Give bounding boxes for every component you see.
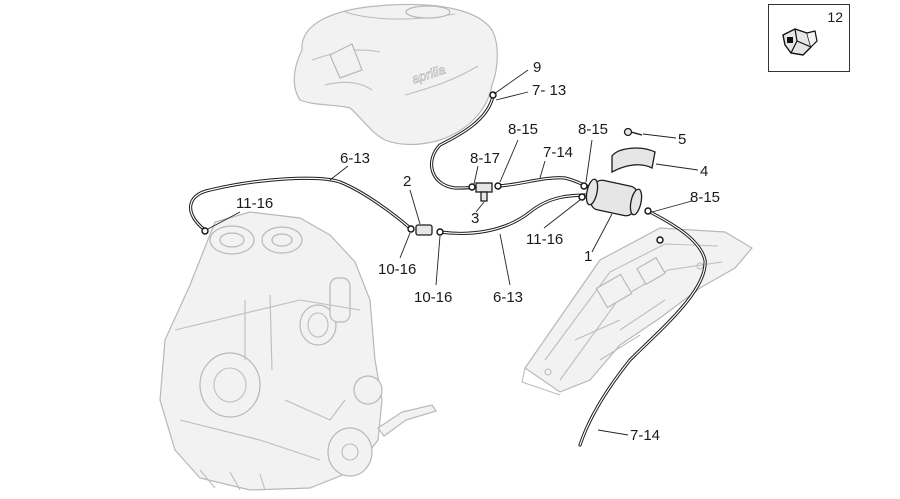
part-label-10-16-b: 10-16 bbox=[414, 289, 452, 306]
part-label-4: 4 bbox=[700, 163, 708, 180]
part-label-10-16-a: 10-16 bbox=[378, 261, 416, 278]
tee-fitting-part bbox=[475, 182, 493, 202]
part-label-3: 3 bbox=[471, 210, 479, 227]
clamp-part bbox=[201, 227, 209, 235]
clamp-part bbox=[407, 225, 415, 233]
part-label-8-17: 8-17 bbox=[470, 150, 500, 167]
hose-lines bbox=[189, 94, 707, 447]
clip-icon bbox=[782, 28, 818, 56]
clamp-part bbox=[494, 182, 502, 190]
part-label-7-14-a: 7-14 bbox=[543, 144, 573, 161]
frame-tray-illustration bbox=[521, 227, 753, 396]
part-label-11-16-a: 11-16 bbox=[236, 195, 273, 212]
part-label-9: 9 bbox=[533, 59, 541, 76]
clamp-part bbox=[580, 182, 588, 190]
part-label-1: 1 bbox=[584, 248, 592, 265]
part-label-7-14-b: 7-14 bbox=[630, 427, 660, 444]
part-label-6-13-b: 6-13 bbox=[493, 289, 523, 306]
clamp-part bbox=[468, 183, 476, 191]
clamp-part bbox=[436, 228, 444, 236]
part-label-5: 5 bbox=[678, 131, 686, 148]
part-label-8-15-a: 8-15 bbox=[508, 121, 538, 138]
part-label-8-15-b: 8-15 bbox=[578, 121, 608, 138]
part-label-6-13-a: 6-13 bbox=[340, 150, 370, 167]
valve-part bbox=[415, 224, 433, 236]
parts bbox=[201, 91, 664, 244]
fuel-tank-illustration: aprilia bbox=[293, 3, 498, 146]
canister-part bbox=[585, 178, 643, 217]
part-label-2: 2 bbox=[403, 173, 411, 190]
part-labels: 9 7- 13 8-15 8-15 5 6-13 8-17 7-14 4 2 8… bbox=[236, 59, 720, 444]
canister-bracket-part bbox=[611, 147, 656, 174]
clamp-part bbox=[656, 236, 664, 244]
inset-part-label: 12 bbox=[827, 9, 843, 25]
engine-illustration bbox=[159, 211, 437, 491]
clamp-part bbox=[644, 207, 652, 215]
leader-lines bbox=[207, 69, 699, 436]
part-label-7-13: 7- 13 bbox=[532, 82, 566, 99]
inset-part-12-box: 12 bbox=[768, 4, 850, 72]
part-label-11-16-b: 11-16 bbox=[526, 231, 563, 248]
part-label-8-15-c: 8-15 bbox=[690, 189, 720, 206]
screw-part bbox=[623, 127, 643, 137]
clamp-part bbox=[578, 193, 586, 201]
